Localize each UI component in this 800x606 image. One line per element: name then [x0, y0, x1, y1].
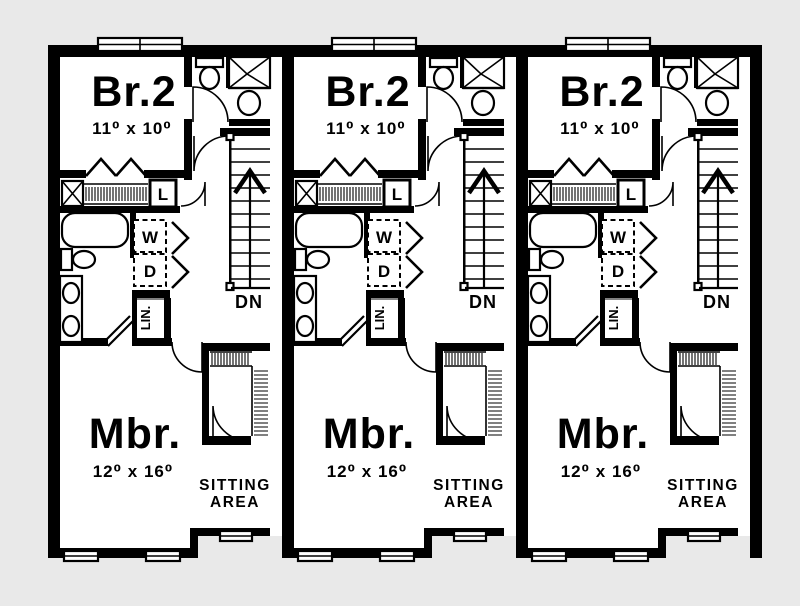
dryer-label: D: [612, 262, 624, 281]
bedroom2-label: Br.2: [91, 68, 176, 116]
stairs-down-label: DN: [235, 292, 263, 312]
dryer-label: D: [144, 262, 156, 281]
right-exterior-wall: [750, 45, 762, 558]
master-dims: 12⁰ x 16⁰: [327, 462, 408, 481]
linen-closet-label: LIN.: [372, 306, 387, 331]
linen-short-label: L: [158, 185, 168, 204]
linen-closet-label: LIN.: [606, 306, 621, 331]
linen-closet-label: LIN.: [138, 306, 153, 331]
linen-short-label: L: [392, 185, 402, 204]
sitting-area-label2: AREA: [210, 494, 260, 511]
master-dims: 12⁰ x 16⁰: [561, 462, 642, 481]
bedroom2-dims: 11⁰ x 10⁰: [560, 119, 640, 138]
washer-label: W: [142, 228, 159, 247]
master-label: Mbr.: [323, 410, 415, 458]
sitting-area-label: SITTING: [433, 477, 505, 494]
stairs-down-label: DN: [703, 292, 731, 312]
bedroom2-label: Br.2: [325, 68, 410, 116]
dryer-label: D: [378, 262, 390, 281]
sitting-area-label2: AREA: [444, 494, 494, 511]
master-label: Mbr.: [89, 410, 181, 458]
master-dims: 12⁰ x 16⁰: [93, 462, 174, 481]
washer-label: W: [376, 228, 393, 247]
sitting-area-label: SITTING: [667, 477, 739, 494]
bedroom2-dims: 11⁰ x 10⁰: [326, 119, 406, 138]
sitting-area-label: SITTING: [199, 477, 271, 494]
master-label: Mbr.: [557, 410, 649, 458]
washer-label: W: [610, 228, 627, 247]
unit-1: Br.2 11⁰ x 10⁰ L W D LIN. DN Mbr. 12⁰ x …: [48, 38, 282, 561]
unit-2: Br.2 11⁰ x 10⁰ L W D LIN. DN Mbr. 12⁰ x …: [282, 38, 516, 561]
sitting-area-label2: AREA: [678, 494, 728, 511]
stairs-down-label: DN: [469, 292, 497, 312]
bedroom2-dims: 11⁰ x 10⁰: [92, 119, 172, 138]
unit-3: Br.2 11⁰ x 10⁰ L W D LIN. DN Mbr. 12⁰ x …: [516, 38, 750, 561]
linen-short-label: L: [626, 185, 636, 204]
bedroom2-label: Br.2: [559, 68, 644, 116]
